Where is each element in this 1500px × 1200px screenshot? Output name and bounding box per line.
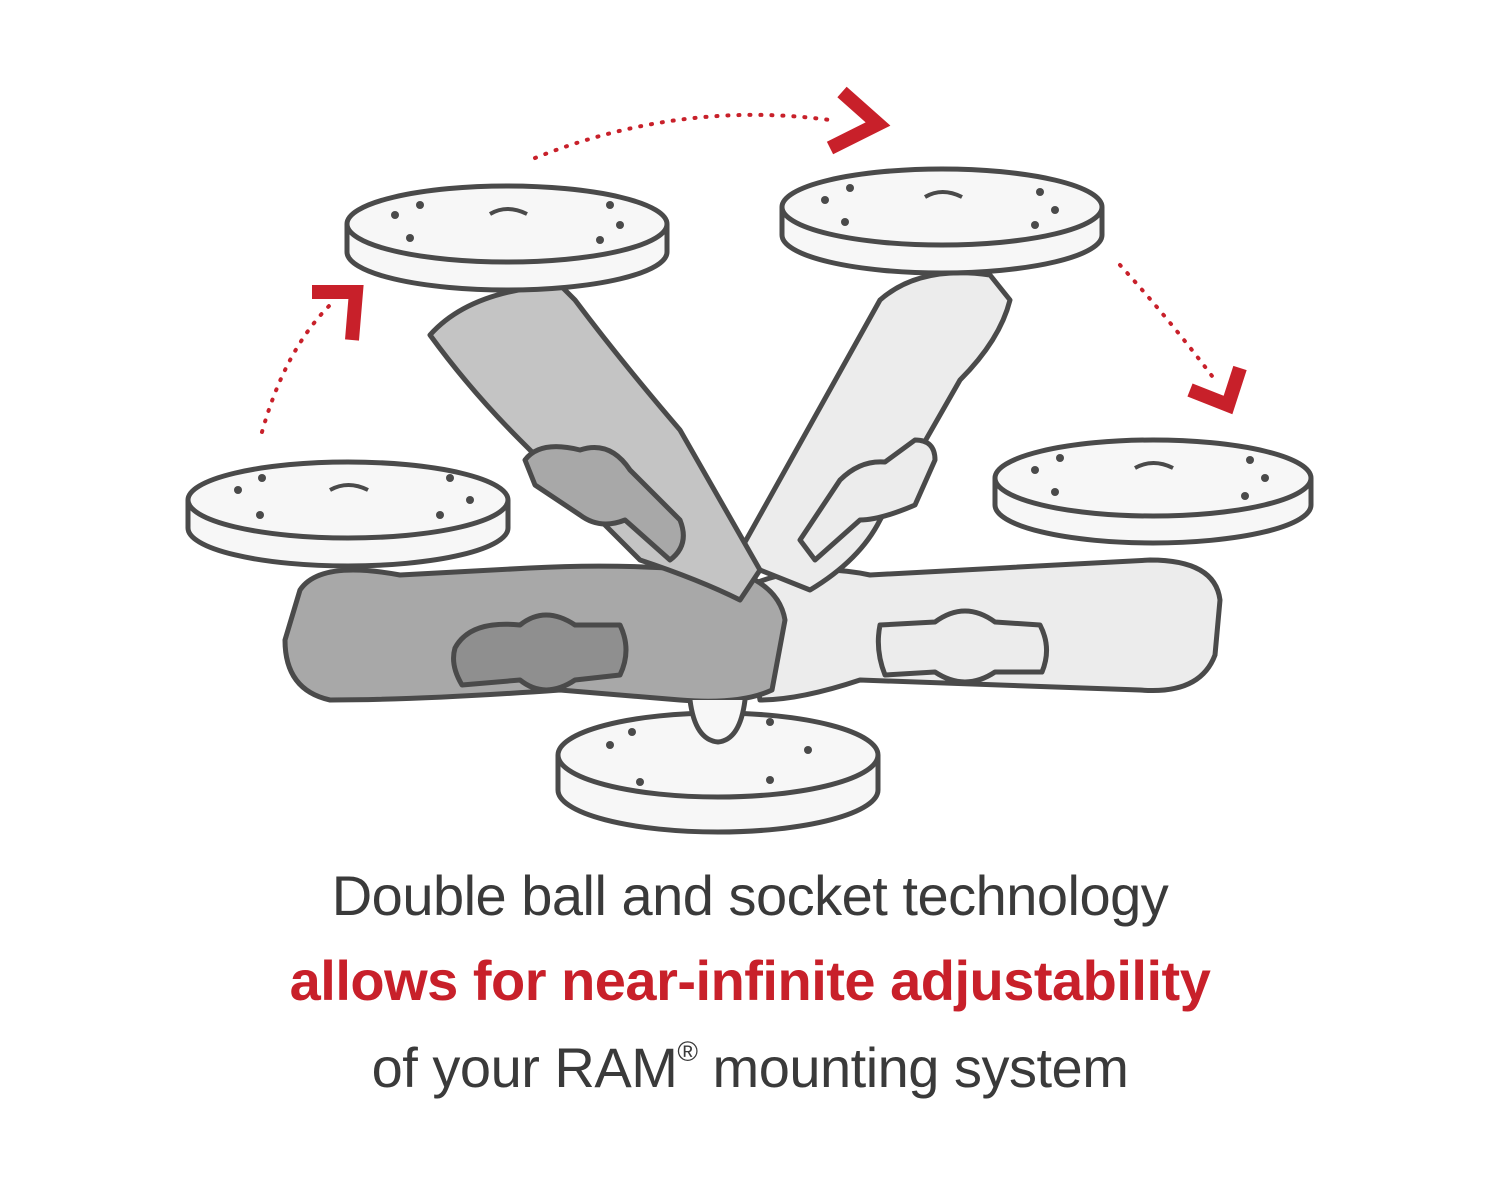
round-plate-right-low — [992, 437, 1314, 546]
dotted-arrow-right-down-icon — [1118, 263, 1247, 415]
knob-left — [451, 612, 629, 693]
round-plate-bottom — [555, 699, 881, 835]
mount-illustration — [185, 86, 1314, 835]
caption-line-3-start: of your RAM — [371, 1036, 678, 1099]
dotted-arrow-top-right-icon — [533, 86, 891, 160]
dotted-arrow-left-up-icon — [260, 285, 364, 434]
knob-right — [875, 608, 1049, 685]
knob-upper-right — [797, 437, 938, 563]
registered-mark: ® — [677, 1036, 698, 1067]
caption-line-3: of your RAM® mounting system — [0, 1038, 1500, 1096]
knob-upper-left — [522, 444, 686, 563]
round-plate-right-high — [779, 166, 1105, 276]
socket-arm-right-up — [732, 270, 1013, 593]
caption-line-3-end: mounting system — [697, 1036, 1129, 1099]
caption-line-2-highlight: allows for near-infinite adjustability — [289, 949, 1211, 1012]
caption-line-1: Double ball and socket technology — [331, 864, 1169, 927]
socket-arm-left-up — [427, 282, 763, 603]
round-plate-left-high — [344, 183, 670, 293]
round-plate-left-low — [185, 459, 511, 569]
